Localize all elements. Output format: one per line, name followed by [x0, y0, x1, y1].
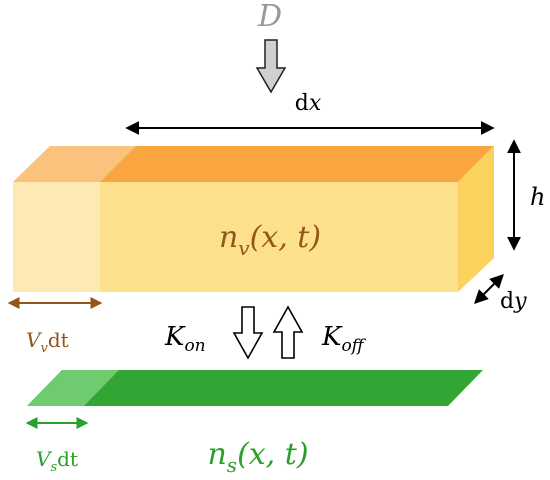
- volume-velocity-label: Vvdt: [26, 328, 69, 356]
- surface-layer-advected: [27, 370, 119, 406]
- surface-layer: [27, 370, 483, 406]
- volume-density-label: nv(x, t): [219, 220, 321, 260]
- width-label: dy: [500, 289, 527, 314]
- binding-rate-label: Kon: [164, 322, 206, 356]
- box-top-face: [13, 146, 494, 182]
- flux-label: D: [257, 0, 282, 34]
- flux-down-arrow: [255, 39, 287, 94]
- box-side-face: [458, 146, 494, 292]
- height-label: h: [530, 183, 545, 211]
- box-top-face-advected: [13, 146, 136, 182]
- surface-density-label: ns(x, t): [207, 437, 308, 477]
- box-front-face-advected: [13, 182, 100, 292]
- binding-down-arrow: [232, 306, 264, 360]
- width-dimension-arrow: [474, 274, 504, 304]
- unbinding-rate-label: Koff: [321, 322, 367, 356]
- length-label: dx: [295, 91, 322, 116]
- surface-velocity-label: Vsdt: [36, 447, 78, 475]
- unbinding-up-arrow: [272, 305, 304, 359]
